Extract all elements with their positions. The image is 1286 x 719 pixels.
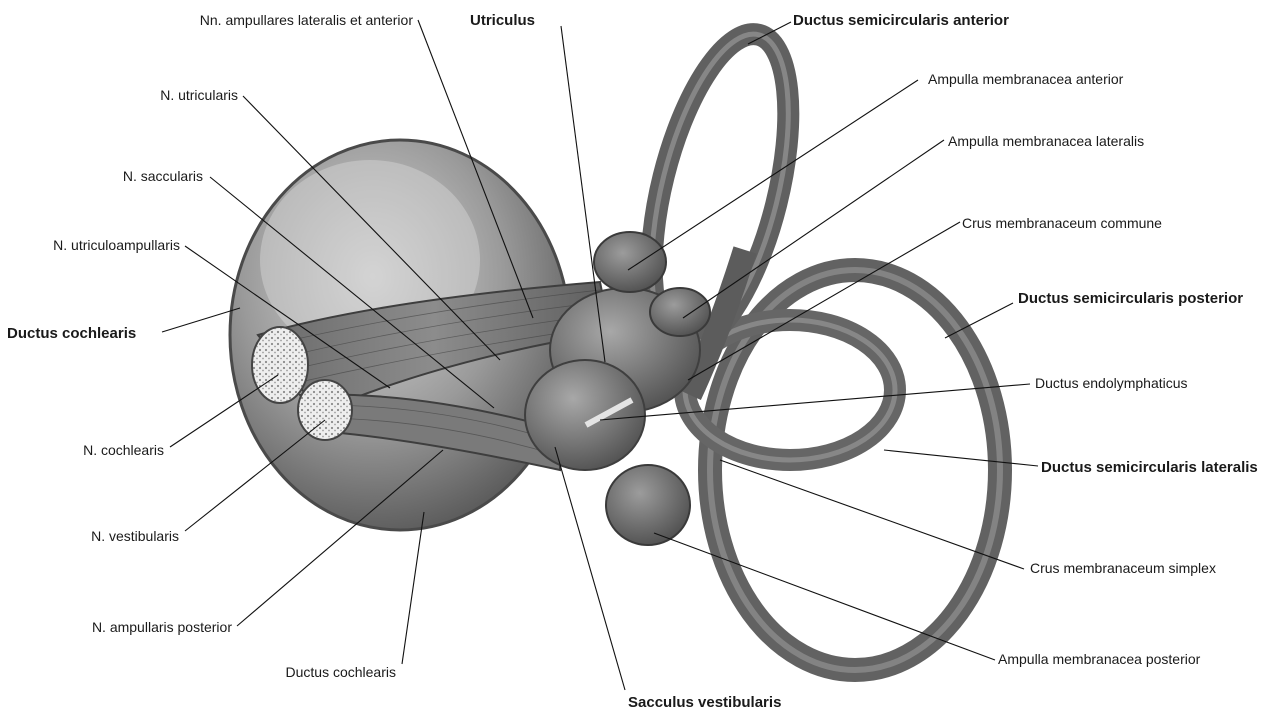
n-cochlearis-cut-shape — [252, 327, 308, 403]
label-n-ampullaris-posterior: N. ampullaris posterior — [92, 619, 232, 635]
label-ductus-semicircularis-lateralis: Ductus semicircularis lateralis — [1041, 459, 1258, 476]
leader-ductus-cochlearis-bottom — [402, 512, 424, 664]
n-vestibularis-cut-shape — [298, 380, 352, 440]
label-ampulla-anterior: Ampulla membranacea anterior — [928, 71, 1124, 87]
label-n-cochlearis: N. cochlearis — [83, 442, 164, 458]
label-n-utricularis: N. utricularis — [160, 87, 238, 103]
label-ductus-cochlearis-left: Ductus cochlearis — [7, 325, 136, 342]
leader-crus-simplex — [720, 460, 1024, 569]
label-crus-simplex: Crus membranaceum simplex — [1030, 560, 1216, 576]
leader-ampulla-posterior — [654, 533, 995, 660]
label-n-utriculoampullaris: N. utriculoampullaris — [53, 237, 180, 253]
anatomy-illustration — [230, 21, 1000, 670]
label-ampulla-lateralis: Ampulla membranacea lateralis — [948, 133, 1144, 149]
ampulla-lateralis-shape — [650, 288, 710, 336]
label-n-saccularis: N. saccularis — [123, 168, 203, 184]
label-sacculus-vestibularis: Sacculus vestibularis — [628, 694, 781, 711]
label-ductus-cochlearis-bottom: Ductus cochlearis — [286, 664, 397, 680]
label-crus-commune: Crus membranaceum commune — [962, 215, 1162, 231]
label-nn-ampullares: Nn. ampullares lateralis et anterior — [200, 12, 414, 28]
label-ampulla-posterior: Ampulla membranacea posterior — [998, 651, 1201, 667]
label-ductus-semicircularis-anterior: Ductus semicircularis anterior — [793, 12, 1009, 29]
label-n-vestibularis: N. vestibularis — [91, 528, 179, 544]
sacculus-shape — [525, 360, 645, 470]
label-ductus-endolymphaticus: Ductus endolymphaticus — [1035, 375, 1188, 391]
leader-ductus-semicircularis-lateralis — [884, 450, 1038, 466]
label-utriculus: Utriculus — [470, 12, 535, 29]
ampulla-anterior-shape — [594, 232, 666, 292]
ampulla-posterior-shape — [606, 465, 690, 545]
leader-ductus-cochlearis-left — [162, 308, 240, 332]
label-ductus-semicircularis-posterior: Ductus semicircularis posterior — [1018, 290, 1243, 307]
